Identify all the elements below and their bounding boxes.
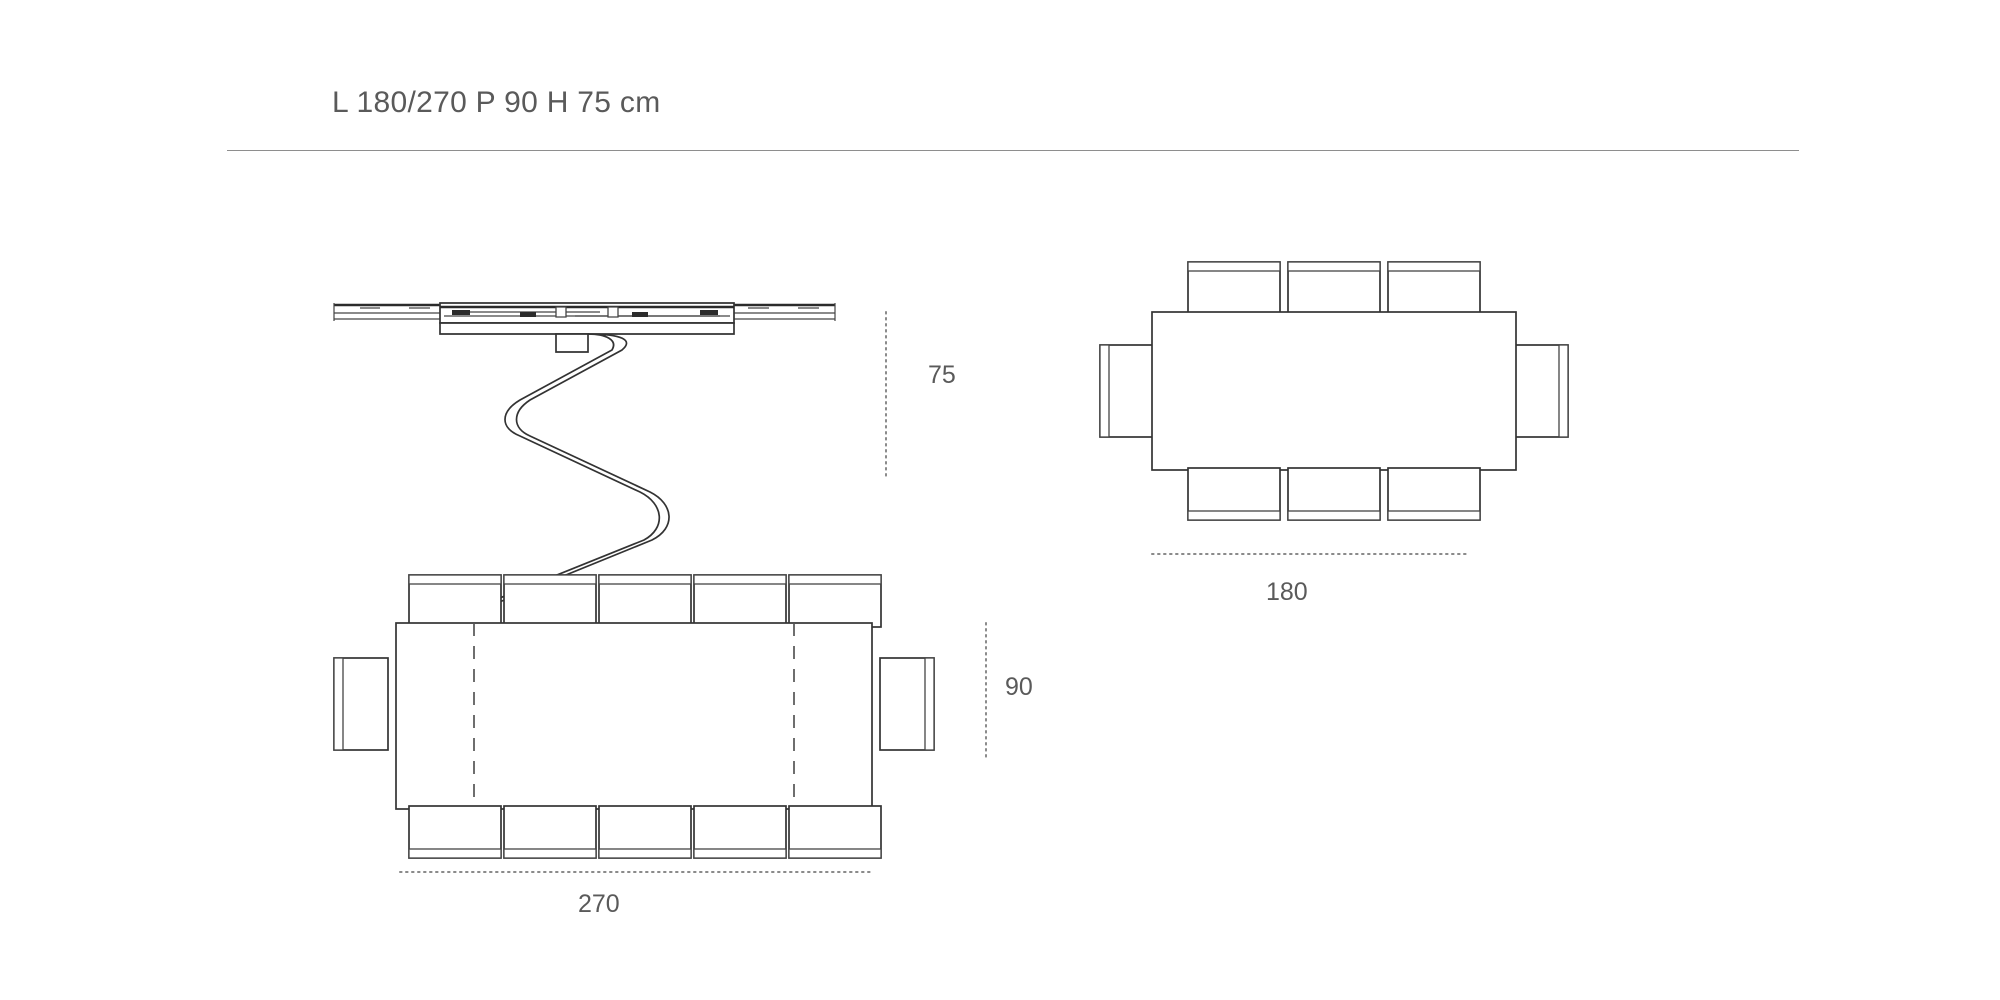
elevation-view (333, 302, 887, 649)
chair (1387, 261, 1481, 315)
chair (1187, 261, 1281, 315)
plan-view-180 (1099, 261, 1569, 555)
chair (1287, 467, 1381, 521)
title-divider (227, 150, 1799, 151)
tabletop-180 (1151, 311, 1517, 471)
chair (693, 805, 787, 859)
page-title: L 180/270 P 90 H 75 cm (332, 86, 661, 119)
tabletop-270 (395, 622, 873, 810)
chair (1187, 467, 1281, 521)
chair-left-180 (1099, 344, 1155, 438)
plan-view-270 (333, 574, 987, 873)
chair (1287, 261, 1381, 315)
chairs-bottom-270 (408, 805, 882, 859)
dimension-label-width-closed: 180 (1266, 578, 1308, 606)
chair (788, 574, 882, 628)
chair (598, 805, 692, 859)
chairs-top-270 (408, 574, 882, 628)
dimension-label-depth: 90 (1005, 673, 1033, 701)
elevation-tabletop (333, 302, 836, 335)
elevation-base (445, 333, 686, 649)
chair (1387, 467, 1481, 521)
chair (503, 805, 597, 859)
chair-right-180 (1513, 344, 1569, 438)
chair-left-270 (333, 657, 389, 751)
chair (693, 574, 787, 628)
chair-right-270 (879, 657, 935, 751)
chair (598, 574, 692, 628)
chair (408, 805, 502, 859)
dimension-label-width-open: 270 (578, 890, 620, 918)
dimension-label-height: 75 (928, 361, 956, 389)
chair (408, 574, 502, 628)
chairs-bottom-180 (1187, 467, 1481, 521)
chairs-top-180 (1187, 261, 1481, 315)
chair (788, 805, 882, 859)
chair (503, 574, 597, 628)
